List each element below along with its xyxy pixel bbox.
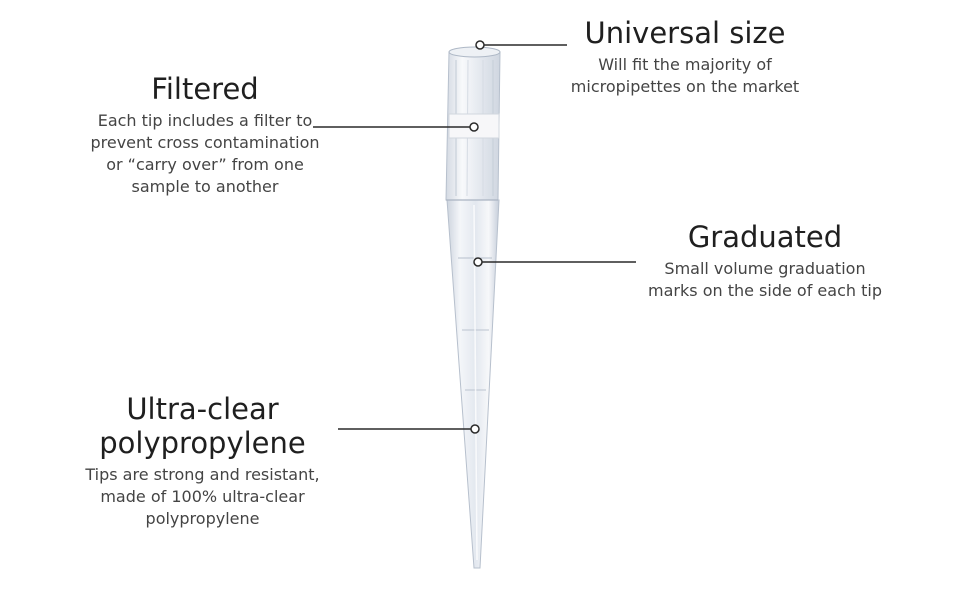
universal-size-callout: Universal size Will fit the majority of … bbox=[555, 16, 815, 98]
universal-size-title: Universal size bbox=[584, 16, 786, 50]
ultra-clear-desc-line: polypropylene bbox=[145, 509, 260, 528]
universal-desc-line: Will fit the majority of bbox=[598, 55, 772, 74]
tip-cone bbox=[446, 199, 500, 569]
tip-rim bbox=[448, 46, 501, 58]
filtered-callout: Filtered Each tip includes a filter to p… bbox=[55, 72, 355, 198]
filtered-title: Filtered bbox=[151, 72, 259, 106]
ultra-clear-callout: Ultra-clear polypropylene Tips are stron… bbox=[50, 392, 355, 530]
filtered-desc-line: prevent cross contamination bbox=[90, 133, 320, 152]
filtered-desc-line: sample to another bbox=[131, 177, 279, 196]
graduated-description: Small volume graduation marks on the sid… bbox=[625, 258, 905, 302]
graduated-desc-line: marks on the side of each tip bbox=[648, 281, 882, 300]
leader-lines bbox=[313, 40, 636, 434]
ultraclear-marker bbox=[470, 424, 480, 434]
ultra-clear-title-line: Ultra-clear bbox=[126, 392, 279, 426]
filtered-desc-line: or “carry over” from one bbox=[106, 155, 304, 174]
ultra-clear-desc-line: Tips are strong and resistant, bbox=[85, 465, 320, 484]
universal-marker bbox=[475, 40, 485, 50]
graduated-title: Graduated bbox=[687, 220, 843, 254]
ultra-clear-title: Ultra-clear polypropylene bbox=[50, 392, 355, 460]
universal-desc-line: micropipettes on the market bbox=[570, 77, 800, 96]
graduated-callout: Graduated Small volume graduation marks … bbox=[625, 220, 905, 302]
ultra-clear-description: Tips are strong and resistant, made of 1… bbox=[50, 464, 355, 530]
filtered-desc-line: Each tip includes a filter to bbox=[97, 111, 313, 130]
universal-size-description: Will fit the majority of micropipettes o… bbox=[555, 54, 815, 98]
graduated-desc-line: Small volume graduation bbox=[664, 259, 866, 278]
ultra-clear-desc-line: made of 100% ultra-clear bbox=[100, 487, 305, 506]
filtered-marker bbox=[469, 122, 479, 132]
ultra-clear-title-line: polypropylene bbox=[99, 426, 306, 460]
graduated-marker bbox=[473, 257, 483, 267]
filtered-description: Each tip includes a filter to prevent cr… bbox=[55, 110, 355, 198]
